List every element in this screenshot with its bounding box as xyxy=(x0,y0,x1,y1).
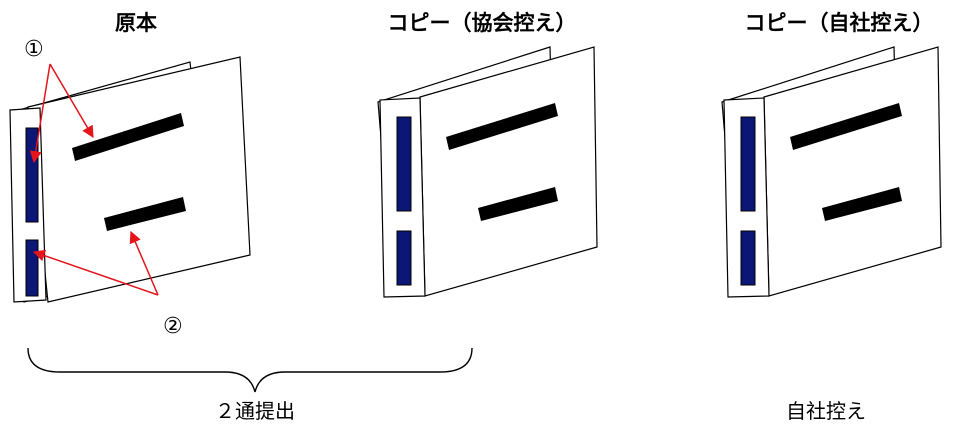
binding-strip-top xyxy=(396,116,412,212)
binding-strip-bottom xyxy=(25,239,39,297)
binder-copy-association xyxy=(377,46,598,298)
text-bar-top xyxy=(72,113,184,161)
arrow-one-spine xyxy=(29,63,51,164)
text-bar-bottom xyxy=(822,187,902,221)
grouping-brace xyxy=(27,347,473,393)
arrow-two-spine xyxy=(32,249,159,296)
marker-two: ② xyxy=(163,314,183,339)
caption-two-copies-submit: ２通提出 xyxy=(215,399,295,423)
binding-strip-bottom xyxy=(396,230,412,286)
text-bar-top xyxy=(446,103,558,150)
title-original: 原本 xyxy=(115,11,157,35)
text-bar-top xyxy=(790,103,902,150)
text-bar-bottom xyxy=(478,187,558,221)
marker-one: ① xyxy=(24,37,44,62)
front-page xyxy=(27,56,251,303)
text-bar-bottom xyxy=(104,197,186,231)
binder-original xyxy=(9,56,251,303)
arrow-two-page xyxy=(129,230,159,296)
binding-strip-top xyxy=(25,127,39,223)
binder-copy-company xyxy=(721,46,942,298)
caption-own-copy: 自社控え xyxy=(786,399,866,423)
title-copy-company: コピー（自社控え） xyxy=(745,11,934,35)
title-copy-association: コピー（協会控え） xyxy=(388,11,577,35)
binding-strip-bottom xyxy=(740,230,756,286)
binding-strip-top xyxy=(740,116,756,212)
arrow-one-page xyxy=(49,63,94,139)
